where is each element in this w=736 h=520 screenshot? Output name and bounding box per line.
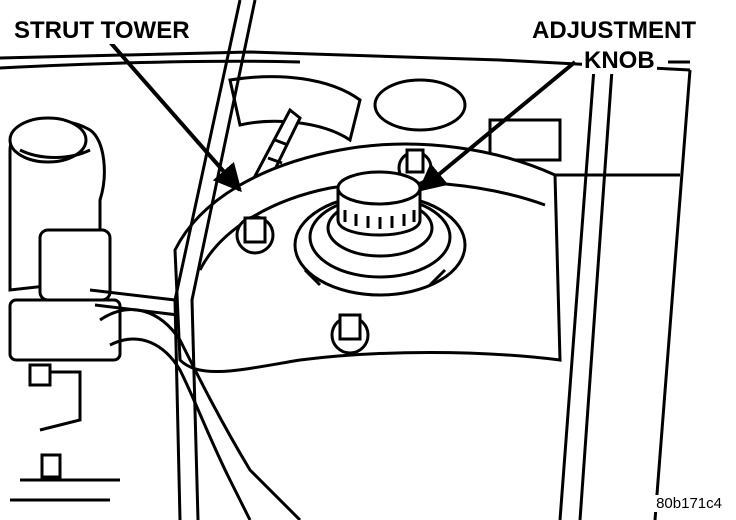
adjustment-knob-label-line1: ADJUSTMENT xyxy=(530,17,699,44)
master-cylinder-reservoir xyxy=(8,116,122,502)
mount-nuts xyxy=(235,148,433,355)
figure-id: 80b171c4 xyxy=(654,495,724,512)
strut-body-behind xyxy=(228,75,562,202)
strut-tower-label: STRUT TOWER xyxy=(12,17,192,44)
adjustment-knob-leader xyxy=(417,60,577,192)
strut-mount-and-knob xyxy=(293,170,467,297)
strut-tower-leader xyxy=(108,40,242,193)
adjustment-knob-label-line2: KNOB xyxy=(582,47,657,74)
hoses-and-lines xyxy=(89,0,302,520)
